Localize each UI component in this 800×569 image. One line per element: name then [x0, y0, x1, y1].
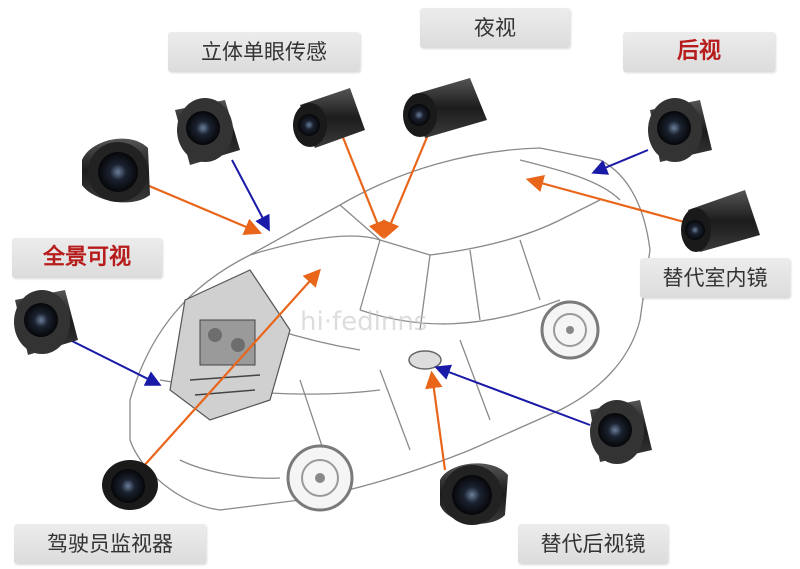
arrow-side-mirror-orange: [425, 370, 447, 471]
camera-icon-night-1: [293, 88, 365, 148]
camera-icon-stereo-1: [82, 138, 150, 203]
label-stereo: 立体单眼传感: [168, 32, 360, 72]
arrow-surround: [69, 339, 162, 386]
arrow-rear: [591, 149, 649, 175]
arrow-night-2: [382, 129, 432, 240]
camera-icon-driver-monitor: [102, 460, 158, 510]
camera-icon-rear: [648, 98, 712, 162]
label-rear: 后视: [623, 32, 775, 72]
arrow-interior-mirror: [525, 174, 689, 225]
label-interior-mirror: 替代室内镜: [640, 258, 790, 298]
label-side-mirror: 替代后视镜: [518, 524, 668, 564]
arrow-night-1: [338, 129, 386, 240]
rear-wheel: [540, 300, 600, 360]
engine-bay: [169, 269, 291, 421]
camera-icon-stereo-2: [175, 98, 240, 165]
camera-icon-side-mirror-2: [440, 463, 508, 525]
camera-icon-surround: [14, 290, 78, 355]
front-wheel: [286, 444, 354, 512]
label-surround: 全景可视: [12, 238, 162, 278]
arrows: [69, 129, 689, 471]
camera-icon-side-mirror-1: [590, 400, 652, 464]
label-driver-monitor: 驾驶员监视器: [14, 524, 206, 564]
side-mirror: [408, 350, 442, 370]
camera-icon-night-2: [403, 78, 487, 138]
arrow-side-mirror-blue: [434, 364, 591, 426]
arrow-stereo-orange: [134, 178, 263, 235]
label-night: 夜视: [420, 8, 570, 48]
arrow-driver-monitor: [141, 268, 321, 469]
arrow-stereo-blue: [231, 159, 270, 232]
watermark: hi·fedinns: [300, 307, 427, 337]
camera-icon-interior-mirror: [681, 190, 760, 252]
